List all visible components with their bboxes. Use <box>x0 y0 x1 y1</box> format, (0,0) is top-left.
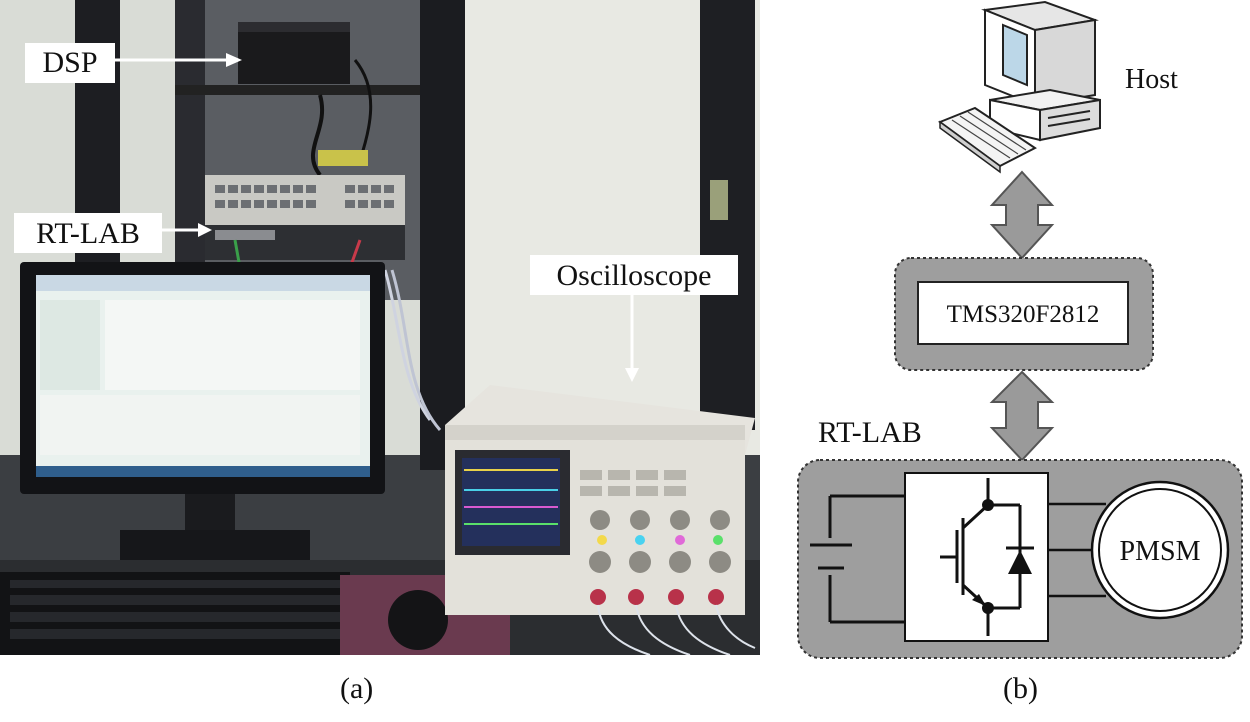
dsp-arrowhead <box>226 53 242 67</box>
oscilloscope-label-box <box>530 255 738 295</box>
motor-label: PMSM <box>1120 536 1201 567</box>
door-handle <box>710 180 728 220</box>
oscilloscope-knobs <box>589 510 731 573</box>
dsp-box-top <box>238 22 350 32</box>
igbt-node-top <box>982 499 994 511</box>
cables-right-2 <box>390 269 442 431</box>
system-schematic: Host TMS320F2812 RT-LAB <box>797 0 1243 659</box>
cables-right <box>383 269 432 421</box>
igbt-emitter-arrow <box>972 594 986 606</box>
host-controller-arrow <box>989 170 1055 260</box>
dsp-cable <box>310 94 325 177</box>
rack-right-post <box>420 0 465 470</box>
channel-leds <box>597 535 723 545</box>
keyboard-keys <box>10 580 340 639</box>
rtlab-label-box <box>14 213 162 253</box>
caption-b: (b) <box>1003 672 1038 705</box>
yellow-item <box>318 150 368 166</box>
screen-taskbar <box>36 466 370 477</box>
inverter-box <box>904 472 1049 642</box>
caption-a: (a) <box>340 672 374 705</box>
controller-box-inner <box>917 281 1129 345</box>
phase-lines <box>1048 502 1106 598</box>
mouse <box>388 590 448 650</box>
dc-source-symbol <box>810 494 905 624</box>
controller-label: TMS320F2812 <box>947 301 1100 328</box>
probe-cables <box>597 604 756 655</box>
rtlab-label: RT-LAB <box>36 217 140 250</box>
switch-ports <box>215 185 394 208</box>
pmsm-motor-inner <box>1098 488 1222 612</box>
controller-rtlab-arrow <box>989 370 1055 462</box>
oscilloscope-label: Oscilloscope <box>557 259 712 292</box>
rtlab-arrowhead <box>198 223 212 237</box>
oscilloscope-screen <box>462 458 560 546</box>
test-bench-photo: DSP RT-LAB Oscilloscope <box>0 0 760 655</box>
rack-shelf <box>175 85 420 95</box>
screen-titlebar <box>36 275 370 291</box>
dsp-box <box>238 22 350 84</box>
screen-pane-left <box>40 300 100 390</box>
screen-pane-main <box>105 300 360 390</box>
dsp-label: DSP <box>42 46 97 79</box>
dsp-label-box <box>25 43 115 83</box>
host-computer-icon <box>937 0 1101 174</box>
probe-connectors <box>590 589 724 605</box>
rtlab-unit-panel <box>215 230 275 240</box>
rtlab-label: RT-LAB <box>818 416 922 449</box>
oscilloscope-arrowhead <box>625 368 639 382</box>
host-label: Host <box>1125 64 1178 95</box>
monitor-base <box>120 530 310 560</box>
screen-pane-bottom <box>40 395 360 455</box>
diode-triangle <box>1008 550 1032 574</box>
monitor-stand <box>185 494 235 534</box>
oscilloscope-buttons <box>580 470 686 496</box>
